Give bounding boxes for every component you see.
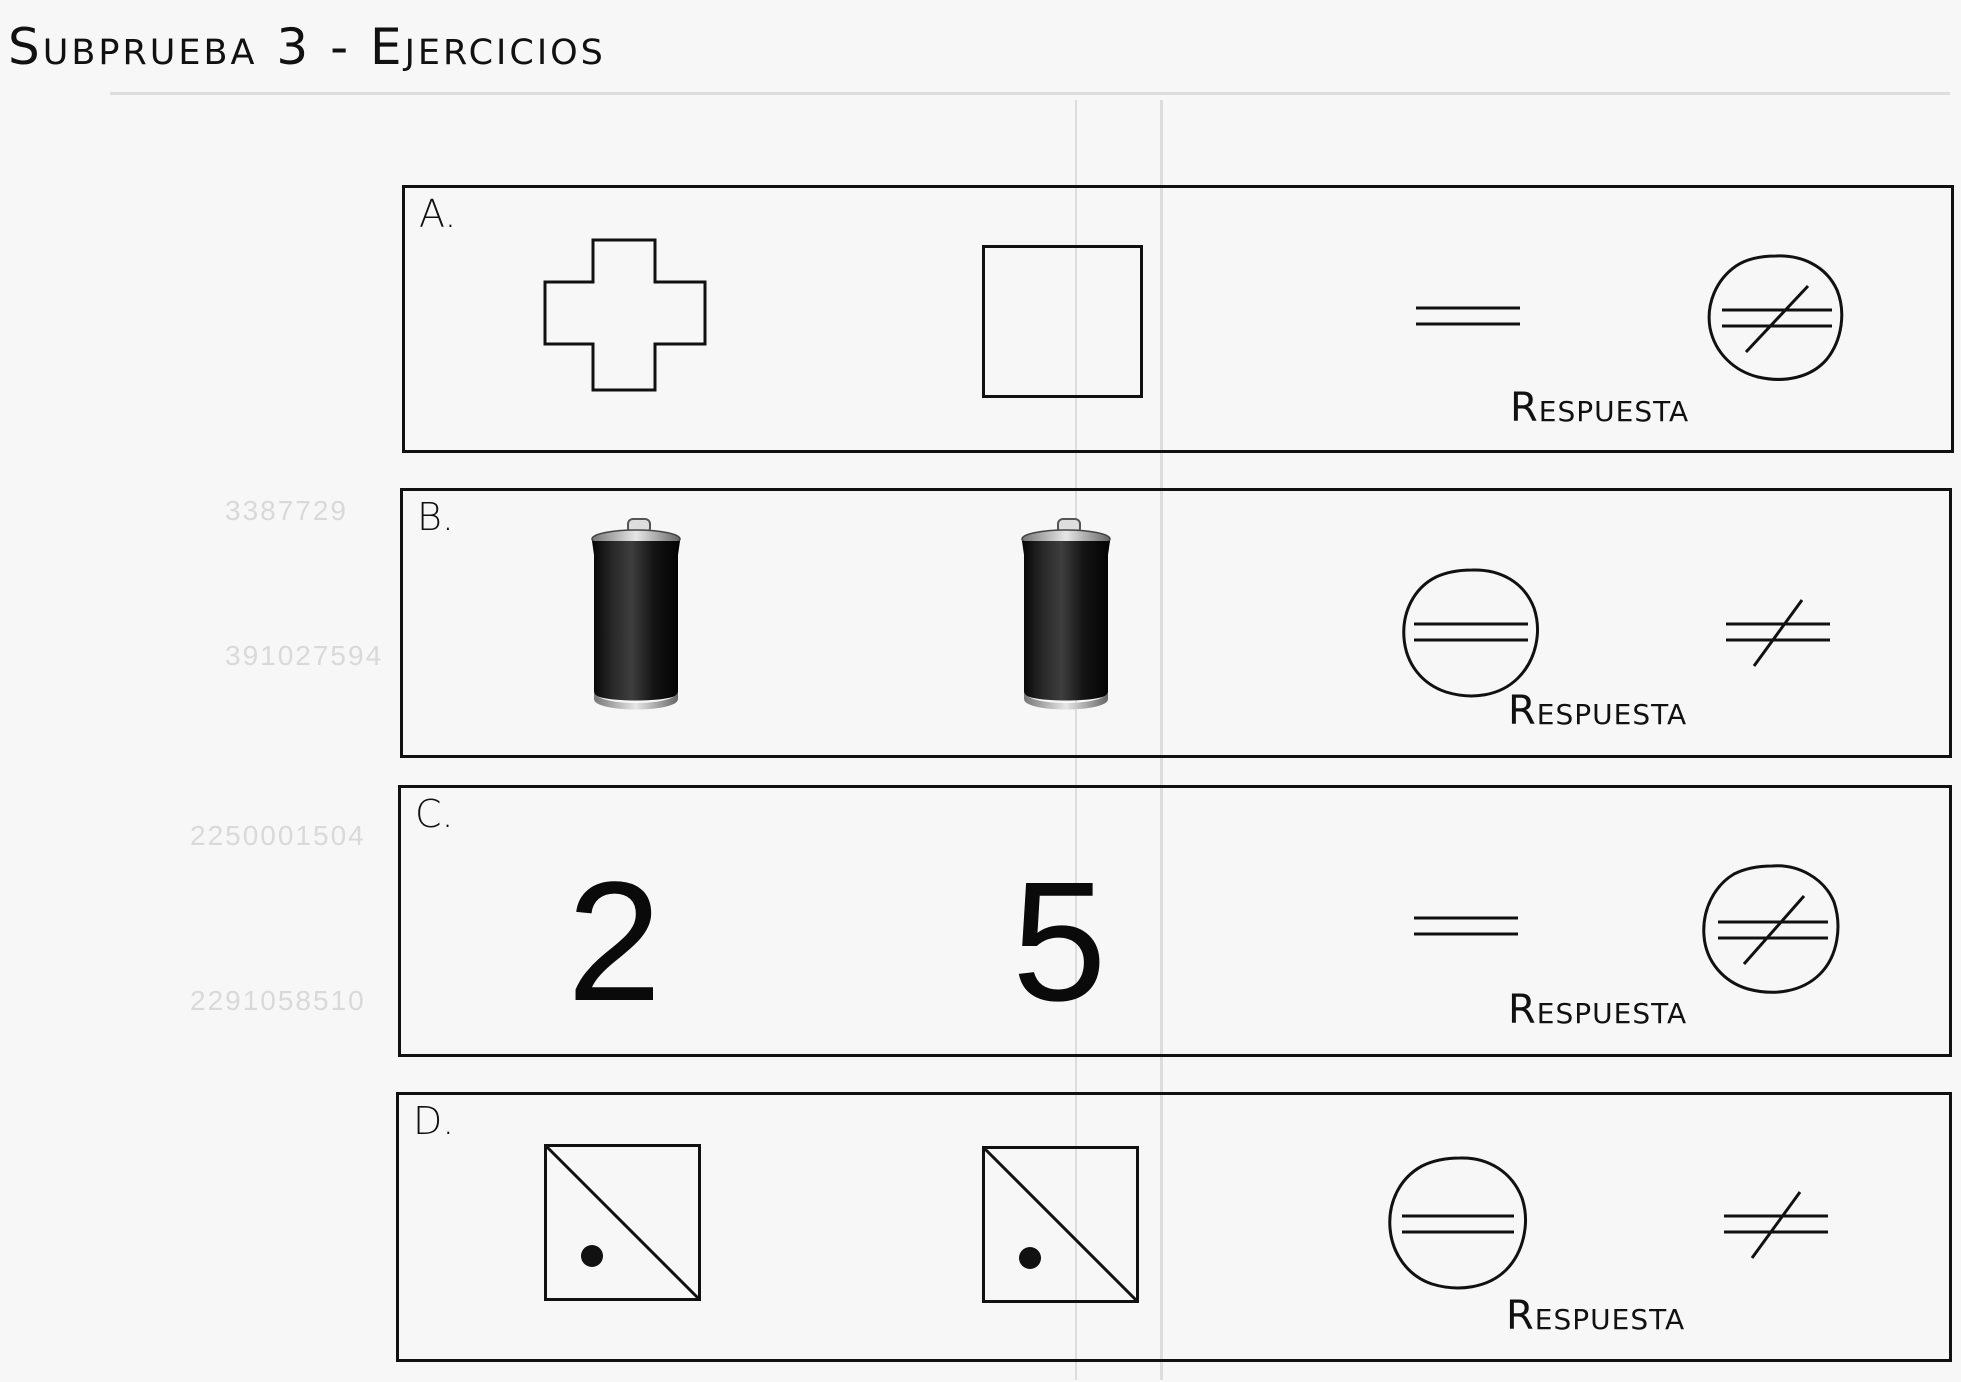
number-left: 2 bbox=[567, 847, 662, 1037]
equals-option-circled-icon[interactable] bbox=[1386, 1154, 1530, 1294]
diagonal-square-dot-icon bbox=[544, 1144, 702, 1302]
diagonal-square-dot-icon bbox=[982, 1146, 1140, 1304]
exercise-label: D. bbox=[413, 1099, 455, 1143]
exercise-d: D. bbox=[396, 1092, 1952, 1362]
exercise-b: B. bbox=[400, 488, 1952, 758]
answer-label: Respuesta bbox=[1508, 987, 1688, 1033]
bleed-through-text: 2291058510 bbox=[190, 985, 366, 1016]
exercise-label: B. bbox=[417, 495, 454, 539]
equals-option-icon[interactable] bbox=[1414, 302, 1522, 332]
page-title: Subprueba 3 - Ejercicios bbox=[8, 18, 606, 76]
answer-label: Respuesta bbox=[1508, 688, 1688, 734]
exercise-label: A. bbox=[419, 192, 457, 236]
not-equal-option-icon[interactable] bbox=[1724, 598, 1832, 670]
bleed-through-line bbox=[1075, 100, 1077, 1380]
bleed-through-line bbox=[110, 92, 1950, 95]
exercise-a: A. bbox=[402, 185, 1954, 453]
square-shape-icon bbox=[982, 245, 1143, 398]
bleed-through-text: 3387729 bbox=[225, 495, 349, 526]
answer-label: Respuesta bbox=[1506, 1293, 1686, 1339]
exercise-c: C. bbox=[398, 785, 1952, 1057]
not-equal-option-icon[interactable] bbox=[1722, 1190, 1830, 1262]
cross-shape-icon bbox=[543, 238, 707, 392]
soda-can-icon bbox=[591, 518, 681, 710]
soda-can-icon bbox=[1021, 518, 1111, 710]
bleed-through-line bbox=[1160, 100, 1163, 1380]
answer-label: Respuesta bbox=[1510, 385, 1690, 431]
bleed-through-text: 391027594 bbox=[225, 640, 384, 671]
not-equal-option-circled-icon[interactable] bbox=[1706, 252, 1846, 384]
number-right: 5 bbox=[1012, 847, 1107, 1037]
equals-option-icon[interactable] bbox=[1412, 912, 1520, 942]
bleed-through-text: 2250001504 bbox=[190, 820, 366, 851]
exercise-label: C. bbox=[415, 792, 454, 836]
equals-option-circled-icon[interactable] bbox=[1400, 566, 1542, 702]
not-equal-option-circled-icon[interactable] bbox=[1700, 862, 1842, 998]
